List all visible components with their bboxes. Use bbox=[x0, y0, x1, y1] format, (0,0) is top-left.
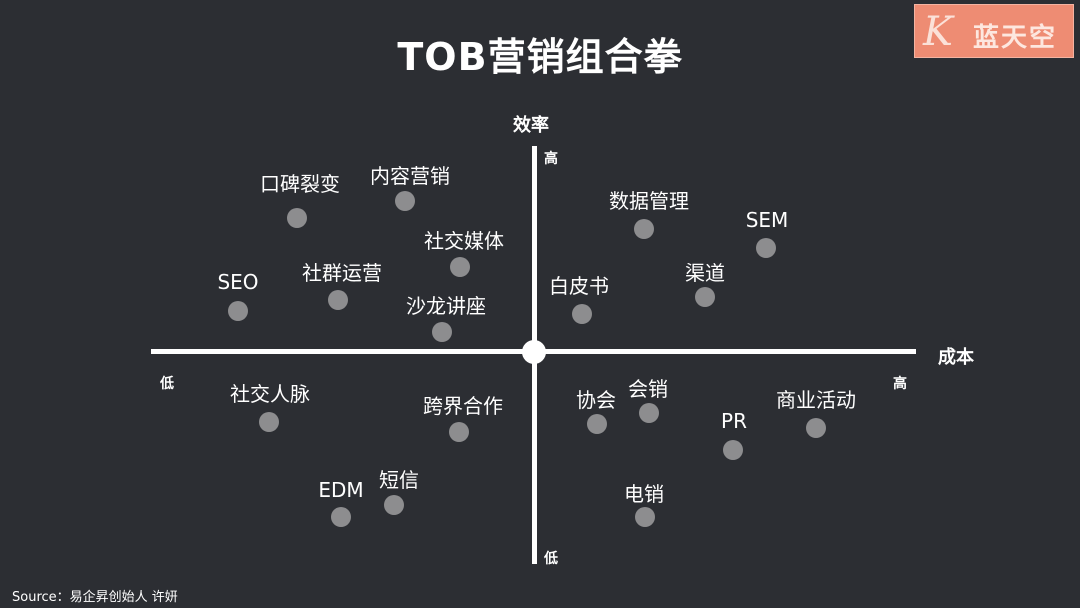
item-label: 数据管理 bbox=[609, 189, 689, 213]
item-dot bbox=[639, 403, 659, 423]
item-dot bbox=[331, 507, 351, 527]
source-note: Source：易企昇创始人 许妍 bbox=[12, 590, 178, 605]
item-dot bbox=[587, 414, 607, 434]
item-dot bbox=[449, 422, 469, 442]
x-axis-low-label: 低 bbox=[160, 376, 174, 392]
page-title: TOB营销组合拳 bbox=[397, 35, 683, 79]
item-label: 白皮书 bbox=[549, 274, 609, 298]
y-axis-title: 效率 bbox=[513, 115, 549, 136]
item-label: 社交媒体 bbox=[424, 229, 504, 253]
logo-letter: K bbox=[923, 9, 953, 55]
item-label: 渠道 bbox=[685, 261, 725, 285]
item-label: 商业活动 bbox=[776, 388, 856, 412]
item-dot bbox=[328, 290, 348, 310]
item-label: 口碑裂变 bbox=[260, 172, 340, 196]
y-axis-high-label: 高 bbox=[544, 151, 558, 167]
brand-logo: K 蓝天空 bbox=[914, 4, 1074, 58]
item-label: SEM bbox=[745, 208, 789, 232]
item-label: 内容营销 bbox=[370, 164, 450, 188]
item-dot bbox=[395, 191, 415, 211]
item-label: 沙龙讲座 bbox=[406, 294, 486, 318]
item-dot bbox=[287, 208, 307, 228]
item-label: PR bbox=[721, 409, 747, 433]
item-dot bbox=[572, 304, 592, 324]
item-label: 会销 bbox=[628, 377, 668, 401]
axis-origin-dot bbox=[522, 340, 546, 364]
x-axis-title: 成本 bbox=[938, 347, 974, 368]
item-label: 社交人脉 bbox=[230, 382, 310, 406]
item-dot bbox=[635, 507, 655, 527]
item-label: 电销 bbox=[624, 482, 664, 506]
x-axis-high-label: 高 bbox=[893, 376, 907, 392]
item-label: 协会 bbox=[576, 388, 616, 412]
item-dot bbox=[695, 287, 715, 307]
item-label: 社群运营 bbox=[302, 261, 382, 285]
item-dot bbox=[432, 322, 452, 342]
item-label: EDM bbox=[318, 478, 364, 502]
y-axis-low-label: 低 bbox=[544, 551, 558, 567]
logo-text: 蓝天空 bbox=[973, 23, 1058, 53]
item-dot bbox=[228, 301, 248, 321]
item-dot bbox=[806, 418, 826, 438]
item-label: SEO bbox=[217, 270, 259, 294]
item-label: 跨界合作 bbox=[423, 394, 503, 418]
item-dot bbox=[634, 219, 654, 239]
item-dot bbox=[384, 495, 404, 515]
item-dot bbox=[756, 238, 776, 258]
item-label: 短信 bbox=[379, 468, 419, 492]
item-dot bbox=[450, 257, 470, 277]
item-dot bbox=[723, 440, 743, 460]
item-dot bbox=[259, 412, 279, 432]
